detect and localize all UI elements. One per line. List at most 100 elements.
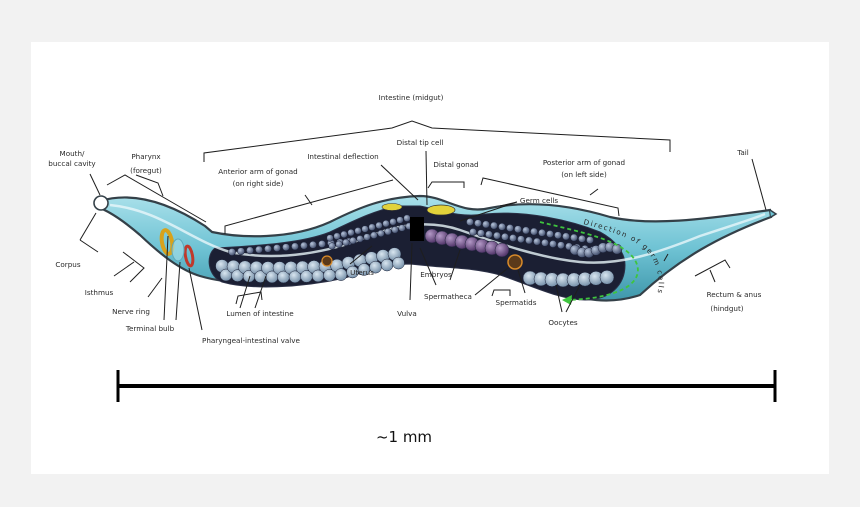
- germ-cell: [498, 222, 506, 231]
- germ-cell: [514, 225, 522, 234]
- germ-cell: [541, 238, 549, 247]
- germ-cell: [530, 227, 538, 236]
- label-vulva: Vulva: [397, 309, 417, 318]
- label-hindgut: (hindgut): [710, 304, 743, 313]
- label-pharyngeal-intestinal-valve: Pharyngeal-intestinal valve: [202, 336, 301, 345]
- leader-lines: [79, 120, 767, 331]
- germ-cell: [554, 231, 562, 240]
- label-anterior-arm: Anterior arm of gonad: [218, 167, 298, 176]
- nerve-ring-shape: [159, 228, 175, 256]
- label-rectum-anus: Rectum & anus: [707, 290, 762, 299]
- germ-cell: [333, 232, 341, 240]
- germ-cell: [477, 229, 485, 238]
- germ-cell: [509, 234, 517, 242]
- germ-cell: [318, 240, 326, 248]
- germ-cell: [328, 242, 336, 250]
- germ-cell: [335, 240, 343, 248]
- germ-cell: [549, 240, 557, 248]
- germ-cell: [469, 228, 477, 236]
- germ-cell: [342, 238, 350, 247]
- germ-cell-cluster: [228, 214, 623, 258]
- intestine-cell: [599, 270, 615, 285]
- germ-cell: [282, 243, 290, 252]
- germ-cell: [493, 231, 501, 240]
- germ-cell: [326, 234, 334, 242]
- germ-cell: [300, 241, 308, 250]
- label-corpus: Corpus: [55, 260, 80, 269]
- direction-arrowhead: [562, 295, 572, 305]
- germ-cell: [398, 224, 406, 232]
- germ-cell: [562, 232, 570, 241]
- vulva-shape: [410, 217, 424, 241]
- label-germ-cells: Germ cells: [520, 196, 558, 205]
- terminal-bulb-shape: [171, 238, 185, 262]
- germ-cell: [578, 234, 586, 243]
- germ-cell: [370, 231, 378, 239]
- label-spermatids: Spermatids: [496, 298, 537, 307]
- germ-cell: [377, 229, 385, 238]
- germ-cell: [309, 240, 317, 249]
- scale-bar-label: ~1 mm: [376, 428, 432, 446]
- tail-outline: [769, 209, 778, 218]
- intestine-cell: [392, 256, 405, 270]
- germ-cell: [533, 237, 541, 246]
- germ-cell: [291, 242, 299, 251]
- germ-cell: [347, 228, 355, 237]
- embryo-cluster: [424, 228, 510, 258]
- mouth-shape: [93, 195, 109, 211]
- germ-cell: [474, 219, 482, 228]
- germ-cell: [255, 245, 263, 254]
- germ-cell: [466, 218, 474, 226]
- germ-cell: [485, 230, 493, 239]
- label-intestine: Intestine (midgut): [379, 93, 444, 102]
- spermatheca-shape: [507, 254, 523, 270]
- label-posterior-arm: Posterior arm of gonad: [543, 158, 625, 167]
- germ-cell: [382, 219, 390, 228]
- germ-cell: [363, 233, 371, 241]
- scale-bar: [116, 370, 777, 402]
- germ-cell: [586, 236, 594, 244]
- label-anterior-arm-side: (on right side): [233, 179, 284, 188]
- germ-cell: [557, 241, 565, 250]
- germ-cell: [396, 216, 404, 224]
- germ-cell: [482, 220, 490, 229]
- germ-cell: [403, 214, 411, 222]
- embryo: [494, 242, 510, 258]
- germ-cell: [349, 236, 357, 245]
- germ-cell: [356, 235, 364, 243]
- pharyngeal-valve-shape: [183, 244, 195, 268]
- direction-arrow: [539, 221, 639, 301]
- label-posterior-arm-side: (on left side): [561, 170, 607, 179]
- germ-cell: [384, 227, 392, 236]
- germ-cell: [237, 247, 245, 256]
- label-spermatheca: Spermatheca: [424, 292, 472, 301]
- label-lumen-of-intestine: Lumen of intestine: [226, 309, 294, 318]
- germ-cell: [375, 221, 383, 230]
- label-isthmus: Isthmus: [85, 288, 114, 297]
- intestine-cells: [215, 247, 615, 288]
- germ-cell: [361, 225, 369, 233]
- germ-cell: [506, 224, 514, 232]
- label-nerve-ring: Nerve ring: [112, 307, 150, 316]
- label-intestinal-deflection: Intestinal deflection: [307, 152, 378, 161]
- label-mouth: Mouth/: [60, 149, 86, 158]
- label-oocytes: Oocytes: [548, 318, 578, 327]
- intestine-cell: [334, 268, 348, 281]
- distal-tip-cell-anterior-shape: [381, 203, 403, 211]
- germ-cell: [273, 244, 281, 252]
- label-terminal-bulb: Terminal bulb: [125, 324, 175, 333]
- germ-cell: [570, 233, 578, 242]
- germ-cell: [490, 221, 498, 230]
- germ-cell: [246, 246, 254, 255]
- germ-cell: [340, 230, 348, 239]
- germ-cell: [228, 248, 236, 256]
- label-embryos: Embryos: [420, 270, 452, 279]
- germ-cell: [264, 244, 272, 253]
- spermatheca-anterior-shape: [321, 255, 333, 267]
- germ-cell: [538, 228, 546, 237]
- germ-cell: [391, 226, 399, 234]
- intestine-cell: [380, 258, 394, 272]
- germ-cell: [368, 223, 376, 231]
- germ-cell: [501, 232, 509, 241]
